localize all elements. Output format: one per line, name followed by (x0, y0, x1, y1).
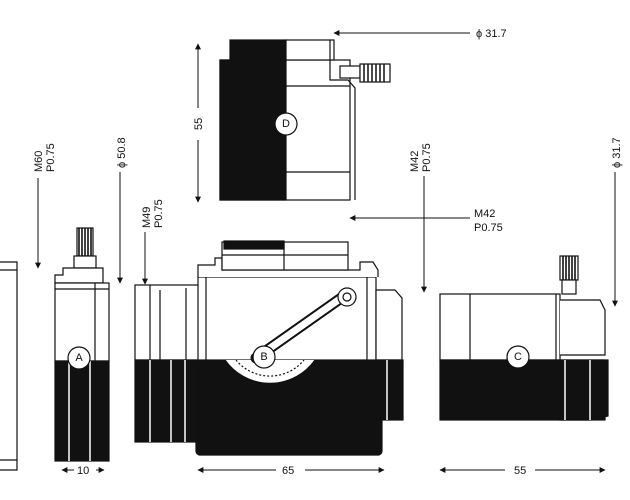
m42-right-thread-label: M42 (474, 208, 495, 220)
label-d-circle (274, 112, 298, 136)
width-65-dimension: 65 (197, 465, 385, 477)
label-c-circle (506, 345, 530, 369)
width-65-label: 65 (282, 465, 294, 477)
dia-31-7-right-label: ϕ 31.7 (611, 137, 623, 168)
label-b-circle (252, 345, 276, 369)
dia-31-7-top-dimension: ϕ 31.7 (333, 28, 507, 40)
width-10-label: 10 (77, 465, 89, 477)
label-d: D (282, 118, 290, 130)
m42-right-pitch-label: P0.75 (474, 222, 503, 234)
m49-dimension: M49 P0.75 (141, 199, 165, 285)
width-55-dimension: 55 (439, 465, 606, 477)
partial-part-left-edge (0, 261, 18, 471)
part-d (219, 39, 391, 201)
label-a-circle (67, 346, 91, 370)
width-55-label: 55 (514, 465, 526, 477)
dia-50-8-label: ϕ 50.8 (116, 137, 128, 168)
m42-top-pitch-label: P0.75 (421, 143, 433, 172)
dia-31-7-top-label: ϕ 31.7 (476, 28, 507, 40)
part-c (439, 255, 609, 421)
dia-50-8-dimension: ϕ 50.8 (116, 137, 128, 284)
part-b (134, 240, 404, 456)
m42-top-dimension: M42 P0.75 (409, 143, 433, 293)
m49-pitch-label: P0.75 (153, 199, 165, 228)
label-b: B (260, 351, 267, 363)
m60-thread-label: M60 (33, 151, 45, 172)
width-10-dimension: 10 (61, 465, 105, 477)
label-a: A (75, 352, 83, 364)
m60-pitch-label: P0.75 (45, 143, 57, 172)
part-a (54, 227, 110, 462)
height-55-label: 55 (193, 118, 205, 130)
m42-top-thread-label: M42 (409, 151, 421, 172)
height-55-dimension: 55 (193, 43, 205, 203)
m49-thread-label: M49 (141, 207, 153, 228)
label-c: C (514, 351, 522, 363)
dia-31-7-right-dimension: ϕ 31.7 (611, 137, 623, 307)
m42-right-dimension: M42 P0.75 (349, 208, 503, 234)
m60-dimension: M60 P0.75 (33, 143, 57, 269)
